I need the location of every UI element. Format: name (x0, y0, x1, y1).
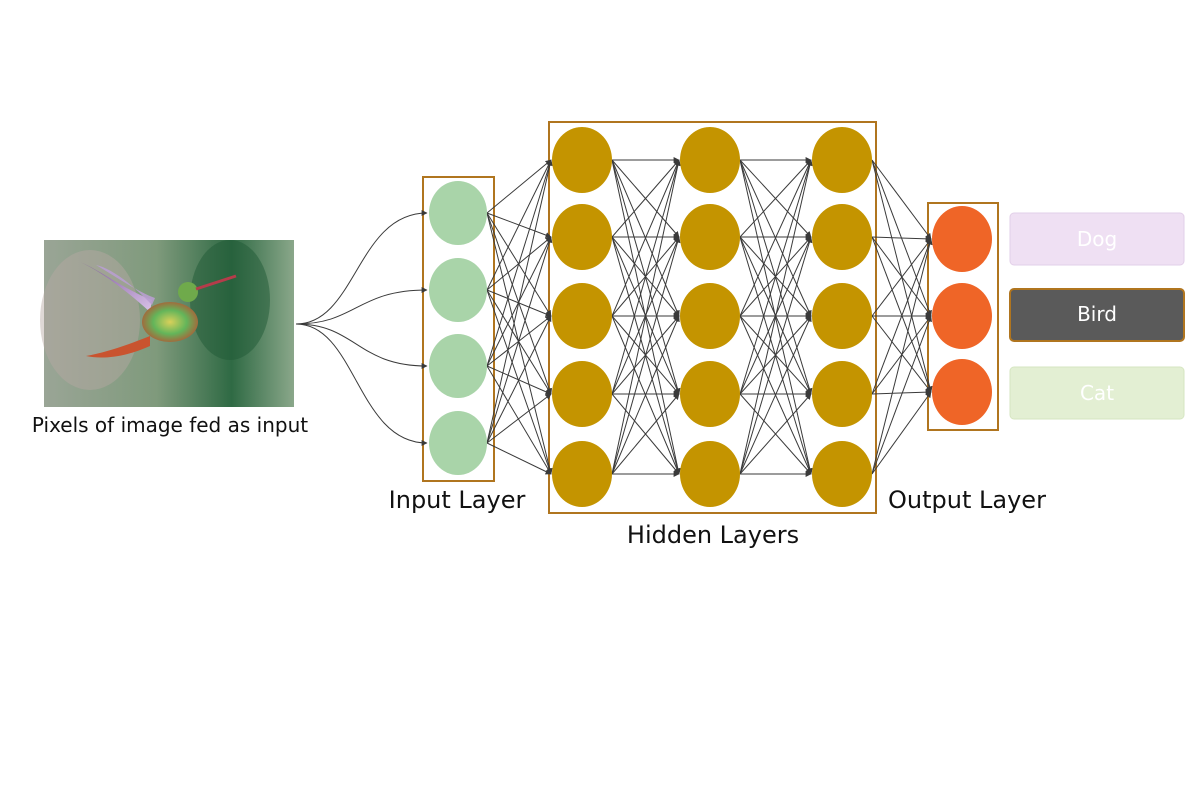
class-dog-label: Dog (1077, 227, 1117, 251)
connection-edge (611, 159, 681, 395)
connection-edge (739, 315, 812, 475)
connection-edge (871, 235, 932, 242)
connection-edge (871, 389, 932, 396)
neurons (429, 127, 992, 507)
image-input-connection (295, 287, 428, 325)
connection-edge (611, 159, 680, 317)
connection-edge (486, 365, 552, 475)
connection-edge (611, 315, 680, 475)
hummingbird-image (40, 240, 294, 407)
connection-edge (486, 289, 553, 475)
connection-edge (739, 159, 813, 475)
input-layer-frame (422, 176, 495, 482)
hidden3-neuron-1 (812, 127, 872, 193)
class-cat-box: Cat (1009, 366, 1185, 420)
hidden3-neuron-3 (812, 283, 872, 349)
image-caption: Pixels of image fed as input (32, 413, 308, 437)
output-neuron-3 (932, 359, 992, 425)
output-layer-label: Output Layer (888, 486, 1046, 514)
bird-wing-upper (96, 265, 155, 305)
hidden-layers-label: Hidden Layers (627, 521, 799, 549)
class-bird-label: Bird (1077, 302, 1117, 326)
connection-edge (611, 159, 681, 475)
connection-edge (871, 238, 932, 317)
hidden2-neuron-4 (680, 361, 740, 427)
connection-edge (611, 393, 680, 475)
connection-edge (871, 315, 932, 393)
input-layer-label: Input Layer (389, 486, 526, 514)
connection-edge (871, 159, 932, 240)
hidden2-neuron-3 (680, 283, 740, 349)
hidden1-neuron-2 (552, 204, 612, 270)
connection-edge (611, 159, 680, 238)
connection-edge (611, 236, 681, 475)
connection-edge (486, 442, 552, 475)
class-dog-box: Dog (1009, 212, 1185, 266)
connection-edge (739, 393, 812, 475)
bird-body (142, 302, 198, 342)
connection-edge (486, 236, 553, 444)
hidden3-neuron-2 (812, 204, 872, 270)
bird-wing (80, 262, 152, 312)
hidden1-neuron-3 (552, 283, 612, 349)
connection-edge (871, 236, 932, 317)
bird-beak (195, 274, 237, 291)
hidden2-neuron-5 (680, 441, 740, 507)
hidden1-neuron-5 (552, 441, 612, 507)
output-neuron-2 (932, 283, 992, 349)
connection-edge (739, 159, 812, 238)
connection-edge (486, 159, 552, 291)
hidden1-neuron-4 (552, 361, 612, 427)
input-neuron-1 (429, 181, 487, 245)
hidden1-neuron-1 (552, 127, 612, 193)
output-neuron-1 (932, 206, 992, 272)
connection-edge (739, 159, 812, 317)
bird-tail (86, 336, 150, 358)
connections (295, 157, 933, 477)
class-cat-label: Cat (1080, 381, 1114, 405)
connection-edge (486, 212, 553, 475)
connection-edge (871, 315, 932, 475)
class-bird-box: Bird (1009, 288, 1185, 342)
image-input-connection (295, 323, 428, 446)
connection-edge (486, 159, 553, 367)
image-input-connection (295, 210, 428, 325)
connection-edge (486, 159, 552, 214)
connection-edge (871, 238, 933, 475)
image-input-connection (295, 323, 428, 369)
connection-edge (739, 236, 813, 475)
input-neuron-2 (429, 258, 487, 322)
input-neuron-3 (429, 334, 487, 398)
connection-edge (486, 159, 553, 444)
connection-edge (871, 391, 932, 475)
connection-edge (871, 238, 932, 395)
hidden3-neuron-4 (812, 361, 872, 427)
connection-edge (486, 393, 552, 444)
connection-edge (486, 289, 552, 395)
connection-edge (486, 315, 552, 444)
input-neuron-4 (429, 411, 487, 475)
hidden3-neuron-5 (812, 441, 872, 507)
connection-edge (739, 159, 813, 395)
hidden2-neuron-1 (680, 127, 740, 193)
bird-head (178, 282, 198, 302)
hidden2-neuron-2 (680, 204, 740, 270)
connection-edge (871, 236, 932, 393)
